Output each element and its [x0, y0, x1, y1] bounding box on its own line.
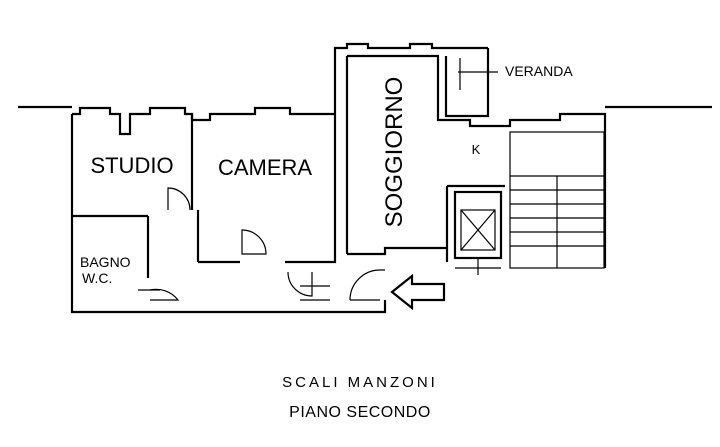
- room-label-bagno: BAGNO: [80, 254, 131, 270]
- wall-soggiorno-left: [333, 42, 488, 114]
- room-label-wc: W.C.: [82, 270, 112, 286]
- door-entrance: [349, 269, 385, 301]
- wall-camera-right: [285, 114, 337, 264]
- room-label-studio: STUDIO: [90, 153, 173, 178]
- entrance-arrow-icon: [390, 273, 446, 311]
- room-label-soggiorno: SOGGIORNO: [381, 77, 408, 228]
- outer-wall-left: [70, 114, 387, 314]
- elevator-icon: [453, 190, 503, 275]
- door-studio: [167, 187, 191, 211]
- floor-caption: PIANO SECONDO: [289, 404, 431, 421]
- wall-veranda: [444, 48, 490, 118]
- door-camera: [241, 229, 267, 255]
- door-bagno: [149, 288, 180, 301]
- room-label-kitchen: K: [472, 142, 481, 157]
- wall-soggiorno-bottom: [347, 246, 447, 256]
- address-caption: SCALI MANZONI: [282, 374, 438, 391]
- door-soggiorno-inner: [287, 271, 313, 297]
- wall-soggiorno-right: [347, 54, 607, 268]
- staircase-icon: [509, 131, 605, 269]
- outer-wall-top-left: [72, 106, 335, 136]
- room-label-camera: CAMERA: [218, 155, 312, 180]
- room-label-veranda: VERANDA: [505, 63, 573, 79]
